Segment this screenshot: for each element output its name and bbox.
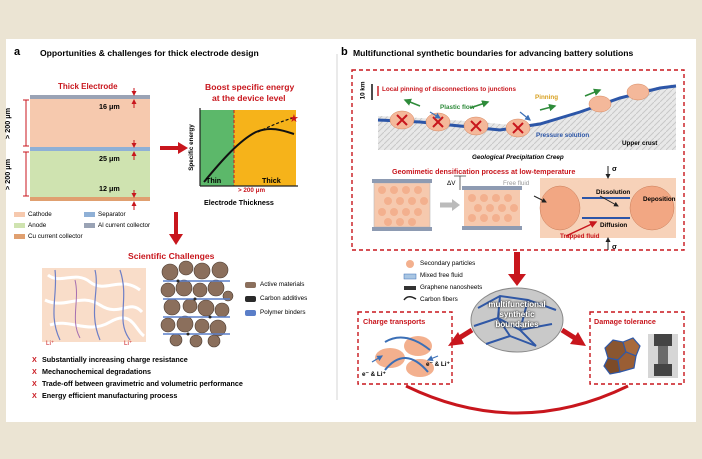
dim-16: 16 μm: [99, 102, 120, 111]
legend-a-swatches: [14, 212, 95, 239]
legend-b-particles: Secondary particles: [420, 260, 476, 267]
energy-curve: [203, 127, 295, 183]
trapped-fluid: Trapped fluid: [560, 233, 600, 240]
arrow-to-damage-head: [570, 332, 586, 346]
legend-b-graphene: Graphene nanosheets: [420, 284, 483, 291]
e-li-left: e⁻ & Li⁺: [362, 371, 386, 378]
dimension-arrows: [23, 88, 137, 210]
legend-cu: Cu current collector: [28, 233, 83, 240]
legend-b-swatches: [403, 260, 417, 301]
geology-section: [360, 74, 678, 150]
scale-label: 10 km: [359, 81, 367, 100]
sigma-bottom: σ: [612, 242, 617, 251]
charge-box: [357, 311, 453, 385]
legend-cathode: Cathode: [28, 211, 52, 218]
x-mark-3: X: [32, 379, 37, 388]
bottom-arc: [405, 384, 629, 415]
boundaries-network: [470, 287, 564, 353]
challenge-1: Substantially increasing charge resistan…: [42, 355, 188, 364]
b-dashed-frame: [351, 69, 685, 251]
challenge-2: Mechanochemical degradations: [42, 367, 152, 376]
damage-illustration: [603, 334, 678, 378]
microstructure-thick: [160, 260, 234, 348]
thin-label: Thin: [206, 176, 222, 185]
center-label: multifunctional synthetic boundaries: [488, 300, 546, 329]
plastic-flow: Plastic flow: [440, 104, 475, 111]
dim-12: 12 μm: [99, 184, 120, 193]
materials-swatches: [245, 282, 256, 316]
charge-illustration: [371, 336, 439, 377]
damage-box: [589, 311, 685, 385]
chart-xlabel: Electrode Thickness: [204, 198, 274, 207]
densification-diagram: [372, 166, 676, 250]
material-carbon: Carbon additives: [260, 295, 308, 302]
challenges-title: Scientific Challenges: [128, 251, 215, 261]
geomimetic-title: Geomimetic densification process at low-…: [392, 167, 576, 176]
panel-a-letter: a: [14, 46, 21, 58]
local-pinning: Local pinning of disconnections to junct…: [382, 86, 516, 93]
dim-25: 25 μm: [99, 154, 120, 163]
upper-crust: Upper crust: [622, 140, 658, 147]
deposition: Deposition: [643, 196, 676, 203]
dissolution: Dissolution: [596, 189, 631, 196]
legend-b-fibers: Carbon fibers: [420, 296, 458, 303]
material-polymer: Polymer binders: [260, 309, 306, 316]
panel-a-title: Opportunities & challenges for thick ele…: [40, 48, 259, 58]
panel-b-letter: b: [341, 46, 348, 58]
legend-b-fluid: Mixed free fluid: [420, 272, 463, 279]
thick-electrode-label: Thick Electrode: [58, 82, 118, 91]
legend-separator: Separator: [98, 211, 126, 218]
damage-tolerance: Damage tolerance: [594, 317, 656, 326]
bottom-band: [0, 422, 702, 459]
challenge-3: Trade-off between gravimetric and volume…: [42, 379, 243, 388]
gt200-label: > 200 μm: [238, 187, 266, 194]
pressure-solution: Pressure solution: [536, 132, 590, 139]
pinning-bracket: Pinning: [535, 94, 559, 101]
arrow-to-chart-head: [178, 142, 188, 154]
dim-200-top: > 200 μm: [2, 108, 12, 139]
thick-label: Thick: [262, 176, 281, 185]
top-band: [0, 0, 702, 39]
sigma-top: σ: [612, 164, 617, 173]
free-fluid: Free fluid: [503, 180, 530, 187]
material-active: Active materials: [260, 281, 305, 288]
legend-anode: Anode: [28, 222, 47, 229]
x-mark-1: X: [32, 355, 37, 364]
energy-chart: ★: [199, 108, 299, 187]
boost-title-2: at the device level: [212, 93, 286, 103]
panel-b-title: Multifunctional synthetic boundaries for…: [353, 48, 634, 58]
diffusion: Diffusion: [600, 222, 628, 229]
star-icon: ★: [289, 113, 299, 125]
geo-creep: Geological Precipitation Creep: [472, 154, 564, 161]
arrow-down-b-head: [508, 274, 526, 286]
x-mark-4: X: [32, 391, 37, 400]
dim-200-bottom: > 200 μm: [2, 159, 12, 190]
delta-v: ΔV: [447, 180, 456, 187]
x-mark-2: X: [32, 367, 37, 376]
microstructure-thin: [42, 268, 146, 342]
boost-title-1: Boost specific energy: [205, 82, 295, 92]
electrode-stack: [30, 95, 150, 201]
arrow-to-challenges-head: [169, 234, 183, 245]
chart-ylabel: Specific energy: [187, 124, 195, 171]
charge-transports: Charge transports: [363, 317, 426, 326]
e-li-right: e⁻ & Li⁺: [426, 361, 450, 368]
li-label-2: Li⁺: [124, 340, 133, 347]
li-label-1: Li⁺: [46, 340, 55, 347]
arrow-to-charge-head: [448, 332, 464, 346]
legend-al: Al current collector: [98, 222, 151, 229]
challenge-4: Energy efficient manufacturing process: [42, 391, 178, 400]
